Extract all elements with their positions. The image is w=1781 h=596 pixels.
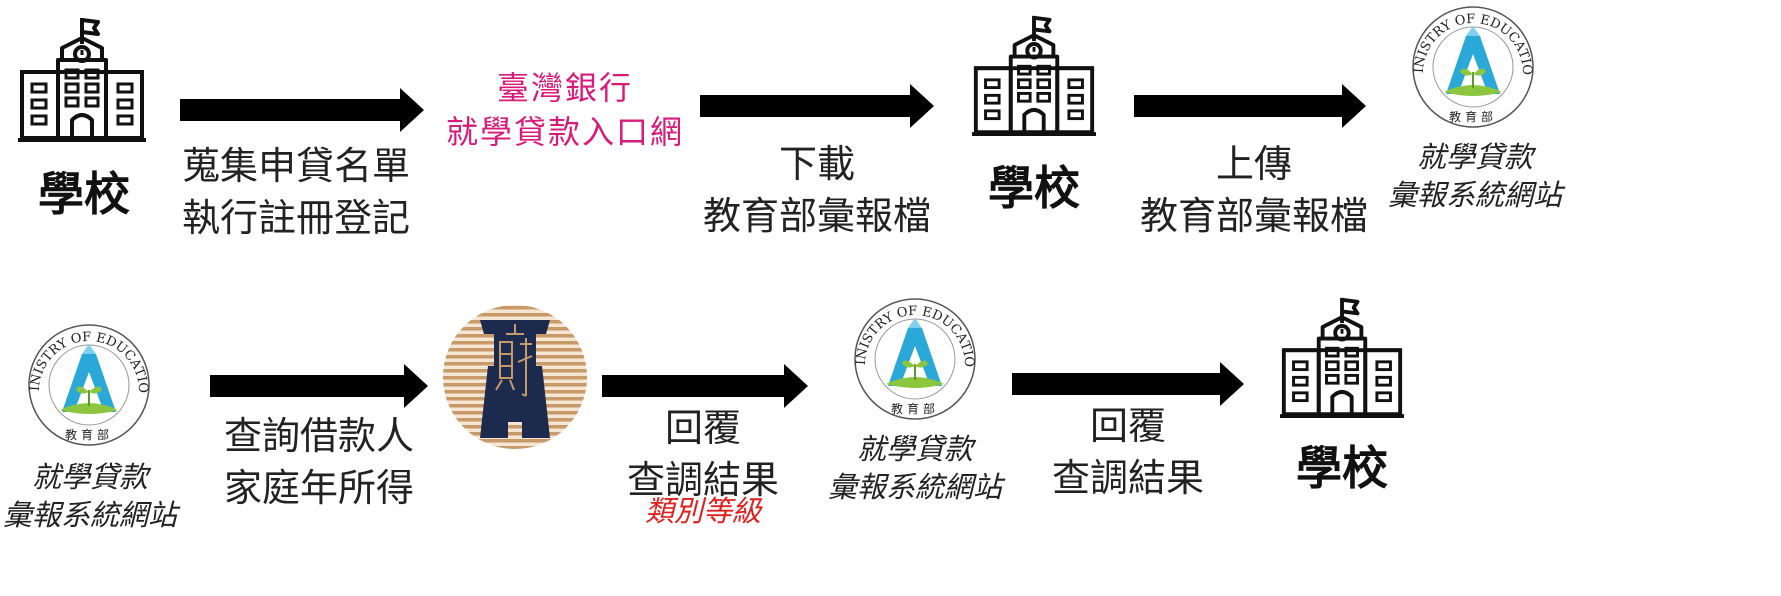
moe-site-line1: 就學貸款 <box>856 432 973 466</box>
step-reply1-line2: 查調結果 <box>626 458 779 502</box>
step-download-line2: 教育部彙報檔 <box>702 194 931 238</box>
flow-arrow-4 <box>210 364 428 408</box>
fiscal-agency-node <box>442 304 588 450</box>
step-reply2-line2: 查調結果 <box>1051 456 1204 500</box>
arrow-shape <box>180 88 424 132</box>
bank-portal-name: 就學貸款入口網 <box>445 113 684 151</box>
category-level-note: 類別等級 <box>644 494 761 528</box>
step-download-report: 下載 教育部彙報檔 <box>700 138 934 242</box>
school-building-icon <box>1279 297 1405 419</box>
step-upload-line2: 教育部彙報檔 <box>1139 194 1368 238</box>
bank-name: 臺灣銀行 <box>496 69 633 107</box>
school-node-start <box>14 14 150 224</box>
moe-site-label-bottom-left: 就學貸款 彙報系統網站 <box>0 458 180 534</box>
step-upload-line1: 上傳 <box>1215 142 1292 186</box>
step-reply2-line1: 回覆 <box>1089 404 1166 448</box>
moe-site-line1: 就學貸款 <box>1416 140 1533 174</box>
step-query-line2: 家庭年所得 <box>223 466 414 510</box>
school-label-mid: 學校 <box>988 161 1080 215</box>
school-label-end: 學校 <box>1296 441 1388 495</box>
flow-arrow-6 <box>1012 362 1244 406</box>
arrow-shape <box>210 364 428 408</box>
flow-arrow-1 <box>180 88 424 132</box>
moe-site-line1: 就學貸款 <box>31 460 148 494</box>
step-collect-register-line1: 蒐集申貸名單 <box>181 144 410 188</box>
school-building-icon <box>18 18 146 142</box>
arrow-shape <box>1012 362 1244 406</box>
school-node-mid <box>966 12 1102 212</box>
moe-site-label-top: 就學貸款 彙報系統網站 <box>1380 138 1570 214</box>
step-query-income: 查詢借款人 家庭年所得 <box>204 410 434 514</box>
flow-arrow-5 <box>602 364 808 408</box>
fiscal-information-agency-logo <box>443 305 587 449</box>
school-label-start: 學校 <box>38 167 130 221</box>
moe-site-line2: 彙報系統網站 <box>2 498 177 532</box>
flow-arrow-2 <box>700 84 934 128</box>
step-collect-register-line2: 執行註冊登記 <box>181 196 410 240</box>
moe-site-line2: 彙報系統網站 <box>827 470 1002 504</box>
moe-logo-sub: 教育部 <box>891 401 939 416</box>
step-collect-register: 蒐集申貸名單 執行註冊登記 <box>176 140 416 244</box>
school-node-end <box>1274 294 1410 494</box>
moe-site-line2: 彙報系統網站 <box>1387 178 1562 212</box>
arrow-shape <box>700 84 934 128</box>
step-reply-result-2: 回覆 查調結果 <box>1012 400 1244 504</box>
step-reply1-line1: 回覆 <box>664 406 741 450</box>
school-building-icon <box>971 15 1097 137</box>
step-reply-result-1: 回覆 查調結果 <box>600 402 806 506</box>
moe-logo-sub: 教育部 <box>65 427 113 442</box>
bank-loan-portal: 臺灣銀行 就學貸款入口網 <box>440 66 690 154</box>
step-query-line1: 查詢借款人 <box>223 414 414 458</box>
fiscal-navy-shape <box>480 320 550 438</box>
moe-logo-sub: 教育部 <box>1449 109 1497 124</box>
step-upload-report: 上傳 教育部彙報檔 <box>1134 138 1374 242</box>
arrow-shape <box>1134 84 1366 128</box>
arrow-shape <box>602 364 808 408</box>
step-download-line1: 下載 <box>778 142 855 186</box>
flow-arrow-3 <box>1134 84 1366 128</box>
moe-site-label-bottom-mid: 就學貸款 彙報系統網站 <box>820 430 1010 506</box>
